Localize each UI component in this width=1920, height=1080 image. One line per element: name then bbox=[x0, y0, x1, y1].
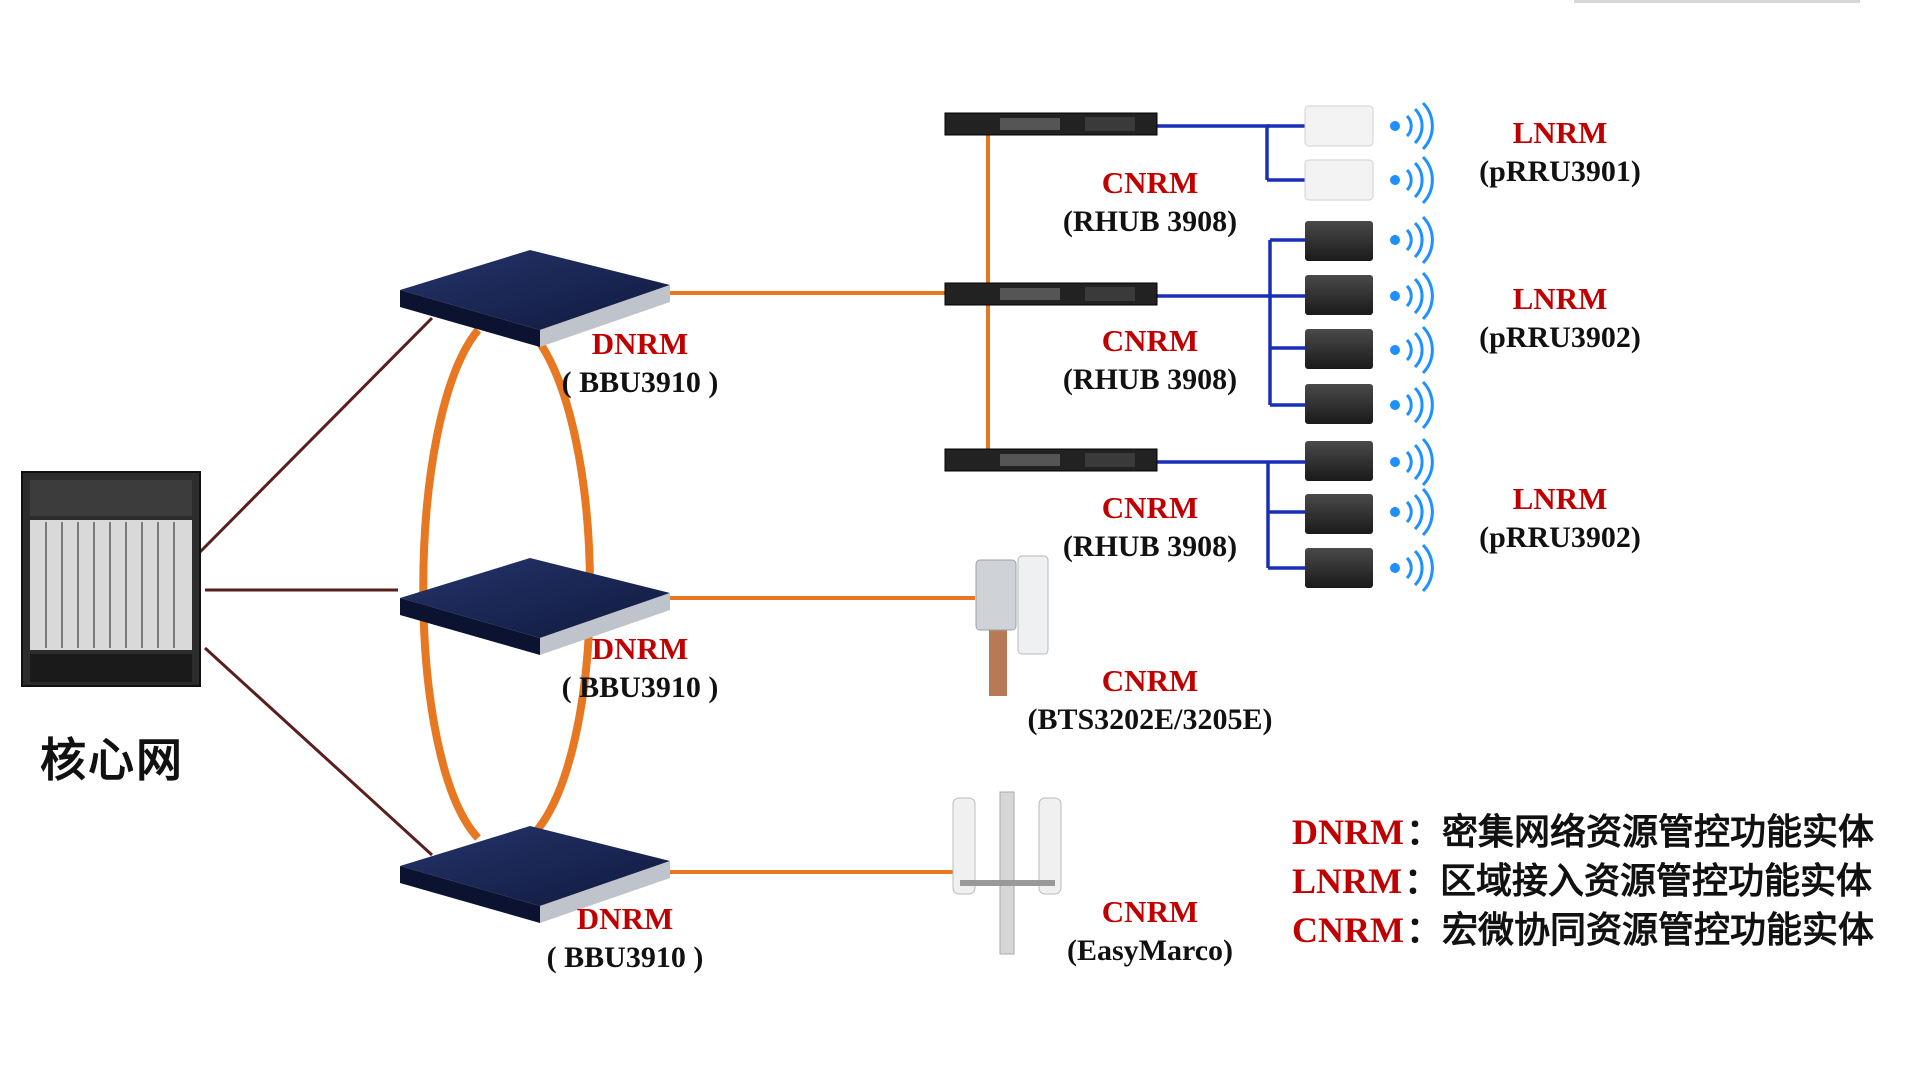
dnrm-model: ( BBU3910 ) bbox=[561, 670, 719, 704]
lnrm-label: LNRM (pRRU3901) bbox=[1479, 114, 1641, 190]
dnrm-label: DNRM ( BBU3910 ) bbox=[562, 630, 719, 706]
cnrm-label: CNRM (RHUB 3908) bbox=[1063, 164, 1237, 240]
lnrm-title: LNRM bbox=[1512, 481, 1608, 516]
bbu-unit bbox=[400, 558, 670, 655]
rhub-unit bbox=[944, 282, 1158, 306]
legend-desc: ：区域接入资源管控功能实体 bbox=[1404, 861, 1873, 902]
dnrm-title: DNRM bbox=[576, 901, 674, 936]
core-links bbox=[198, 316, 434, 857]
legend-key: DNRM bbox=[1292, 812, 1404, 852]
core-network-label: 核心网 bbox=[40, 733, 184, 787]
cnrm-model: (BTS3202E/3205E) bbox=[1027, 702, 1273, 736]
dnrm-label: DNRM ( BBU3910 ) bbox=[562, 325, 719, 401]
legend-desc: ：密集网络资源管控功能实体 bbox=[1405, 812, 1874, 853]
legend-key: LNRM bbox=[1292, 861, 1402, 901]
lnrm-title: LNRM bbox=[1512, 115, 1608, 150]
dnrm-model: ( BBU3910 ) bbox=[561, 365, 719, 399]
rhub-unit bbox=[944, 448, 1158, 472]
dnrm-label: DNRM ( BBU3910 ) bbox=[547, 900, 704, 976]
bbu-unit bbox=[400, 250, 670, 347]
cnrm-model: (RHUB 3908) bbox=[1062, 529, 1238, 563]
lnrm-model: (pRRU3902) bbox=[1479, 320, 1641, 354]
wifi-signal-icon bbox=[1390, 101, 1434, 593]
cnrm-model: (RHUB 3908) bbox=[1062, 362, 1238, 396]
lnrm-label: LNRM (pRRU3902) bbox=[1479, 480, 1641, 556]
cnrm-title: CNRM bbox=[1101, 490, 1199, 525]
cnrm-title: CNRM bbox=[1101, 323, 1199, 358]
rhub-unit bbox=[944, 112, 1158, 136]
bts-pole-unit bbox=[975, 555, 1049, 696]
bbu-uplinks bbox=[665, 134, 990, 874]
rhub-links bbox=[1156, 124, 1305, 570]
cnrm-label: CNRM (RHUB 3908) bbox=[1063, 322, 1237, 398]
legend-desc: ：宏微协同资源管控功能实体 bbox=[1405, 910, 1874, 951]
dnrm-title: DNRM bbox=[591, 326, 689, 361]
easymarco-pole-unit bbox=[952, 791, 1062, 955]
dnrm-model: ( BBU3910 ) bbox=[546, 940, 704, 974]
cnrm-title: CNRM bbox=[1101, 663, 1199, 698]
lnrm-title: LNRM bbox=[1512, 281, 1608, 316]
legend-row: CNRM ：宏微协同资源管控功能实体 bbox=[1292, 906, 1874, 955]
cnrm-title: CNRM bbox=[1101, 894, 1199, 929]
cnrm-model: (RHUB 3908) bbox=[1062, 204, 1238, 238]
dnrm-title: DNRM bbox=[591, 631, 689, 666]
lnrm-label: LNRM (pRRU3902) bbox=[1479, 280, 1641, 356]
prru3902-unit bbox=[1305, 221, 1373, 588]
legend-key: CNRM bbox=[1292, 910, 1404, 950]
prru3901-unit bbox=[1304, 105, 1374, 201]
cnrm-title: CNRM bbox=[1101, 165, 1199, 200]
legend-row: LNRM ：区域接入资源管控功能实体 bbox=[1292, 857, 1874, 906]
legend: DNRM ：密集网络资源管控功能实体 LNRM ：区域接入资源管控功能实体 CN… bbox=[1292, 808, 1874, 955]
cnrm-label: CNRM (RHUB 3908) bbox=[1063, 489, 1237, 565]
cnrm-label: CNRM (EasyMarco) bbox=[1067, 893, 1233, 969]
core-network-chassis bbox=[21, 471, 201, 687]
lnrm-model: (pRRU3902) bbox=[1479, 520, 1641, 554]
cnrm-label: CNRM (BTS3202E/3205E) bbox=[1027, 662, 1272, 738]
cnrm-model: (EasyMarco) bbox=[1066, 933, 1234, 967]
legend-row: DNRM ：密集网络资源管控功能实体 bbox=[1292, 808, 1874, 857]
lnrm-model: (pRRU3901) bbox=[1479, 154, 1641, 188]
bbu-unit bbox=[400, 826, 670, 923]
top-edge-bar bbox=[1574, 0, 1860, 3]
